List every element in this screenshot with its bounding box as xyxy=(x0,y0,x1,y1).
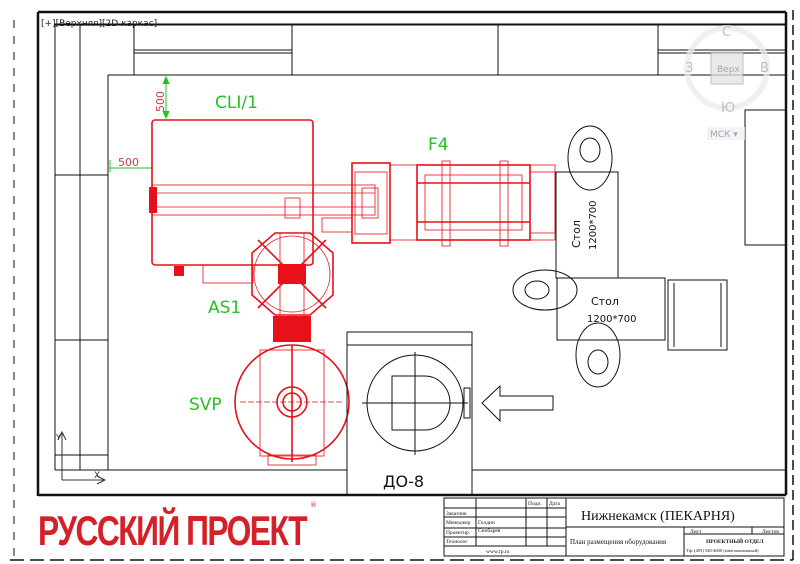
equipment-f4[interactable]: F4 xyxy=(321,135,556,247)
svg-text:Ю: Ю xyxy=(721,101,735,116)
viewcube-face-top[interactable] xyxy=(710,51,744,85)
title-block-grid xyxy=(443,497,785,557)
svg-text:Дата: Дата xyxy=(549,501,561,507)
svg-text:500: 500 xyxy=(118,156,139,169)
svg-text:®: ® xyxy=(310,501,317,509)
svg-text:1200*700: 1200*700 xyxy=(588,200,599,250)
svg-text:500: 500 xyxy=(154,91,167,112)
svg-text:Тф: (495) 540-4600 (многоканал: Тф: (495) 540-4600 (многоканальный) xyxy=(686,548,759,553)
svg-text:РУССКИЙ ПРОЕКТ: РУССКИЙ ПРОЕКТ xyxy=(38,506,308,554)
svg-text:ДО-8: ДО-8 xyxy=(383,472,424,491)
svg-text:Стол: Стол xyxy=(570,220,583,248)
svg-text:Лист: Лист xyxy=(690,529,702,535)
svg-text:План размещения оборудования: План размещения оборудования xyxy=(570,538,667,546)
svg-text:В: В xyxy=(760,61,769,76)
svg-text:ПРОЕКТНЫЙ ОТДЕЛ: ПРОЕКТНЫЙ ОТДЕЛ xyxy=(706,537,764,545)
svg-text:Голдин: Голдин xyxy=(478,520,495,526)
equipment-do8[interactable]: ДО-8 xyxy=(346,331,473,496)
svg-text:Подп.: Подп. xyxy=(528,501,542,507)
svg-text:SVP: SVP xyxy=(189,395,222,415)
svg-text:Нижнекамск (ПЕКАРНЯ): Нижнекамск (ПЕКАРНЯ) xyxy=(581,509,735,524)
cabinet xyxy=(667,279,728,351)
equipment-cli[interactable]: CLI/1 xyxy=(149,93,376,284)
worker-icons xyxy=(512,125,621,388)
svg-text:Технолог: Технолог xyxy=(446,539,468,545)
svg-text:Верх: Верх xyxy=(717,65,740,75)
svg-text:X: X xyxy=(94,471,100,481)
svg-text:CLI/1: CLI/1 xyxy=(215,93,258,113)
svg-text:З: З xyxy=(685,61,693,76)
viewport-controls[interactable]: [+][Верхняя][2D каркас] xyxy=(41,19,157,29)
svg-text:Заказчик: Заказчик xyxy=(446,511,467,517)
table-2[interactable]: Стол 1200*700 xyxy=(556,277,666,341)
ucs-menu[interactable]: МСК ▾ xyxy=(710,130,738,140)
svg-text:Проектир.: Проектир. xyxy=(446,530,471,536)
svg-text:Листов: Листов xyxy=(762,529,779,535)
ucs-icon: Y X xyxy=(55,430,107,485)
svg-text:Y: Y xyxy=(55,433,61,442)
logo: РУССКИЙ ПРОЕКТ ® xyxy=(38,501,317,554)
table-1[interactable]: Стол 1200*700 xyxy=(555,171,619,279)
svg-text:Снобарев: Снобарев xyxy=(478,527,501,534)
svg-text:1200*700: 1200*700 xyxy=(587,314,637,325)
loading-direction-arrow xyxy=(481,384,554,423)
viewcube[interactable]: Верх С З В Ю МСК ▾ xyxy=(684,25,770,140)
title-block-text: Подп. Дата Заказчик Менеджер Голдин Прое… xyxy=(446,501,779,555)
svg-text:AS1: AS1 xyxy=(208,298,241,318)
dimension-vertical: 500 xyxy=(154,75,170,120)
svg-text:Менеджер: Менеджер xyxy=(446,520,471,526)
equipment-svp[interactable]: SVP xyxy=(189,344,350,466)
walls xyxy=(54,23,787,471)
equipment-as1[interactable]: AS1 xyxy=(208,232,334,342)
dimension-horizontal: 500 xyxy=(109,156,152,172)
svg-text:Стол: Стол xyxy=(591,295,619,308)
svg-text:www.rp.ru: www.rp.ru xyxy=(486,549,510,555)
svg-text:F4: F4 xyxy=(428,135,449,155)
svg-text:С: С xyxy=(722,25,731,40)
